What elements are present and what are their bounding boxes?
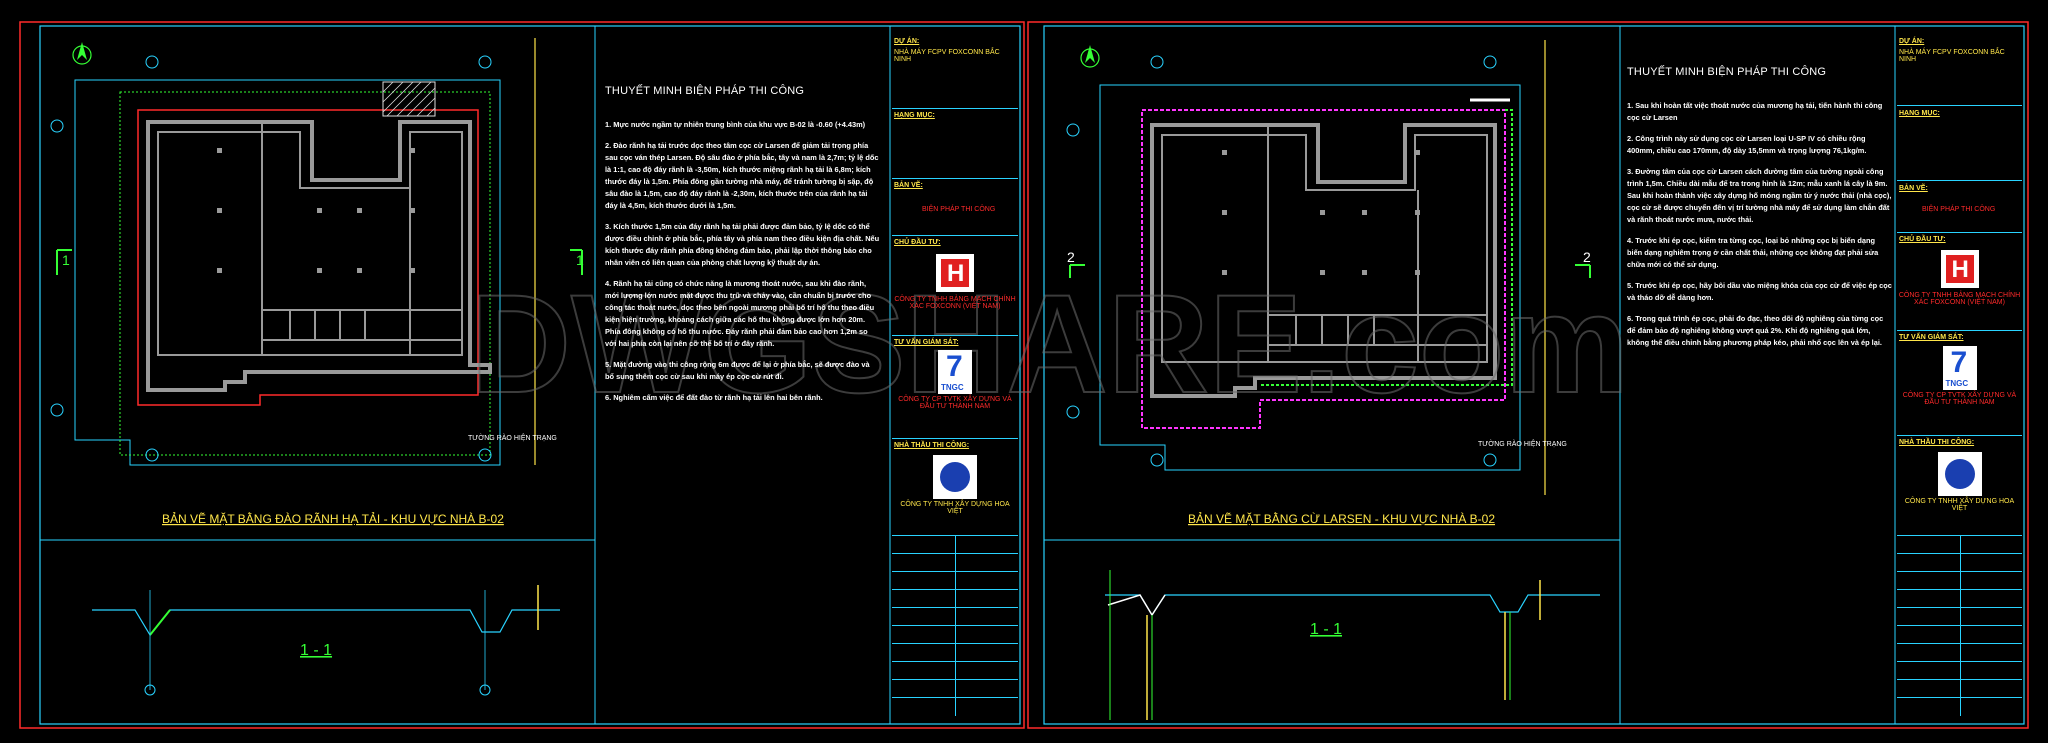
section-profile [92,585,560,696]
sheet-1: 1 1 TƯỜNG RÀO HIỆN TRẠNG BẢN VẼ MẶT BẰNG… [19,21,1025,729]
building-walls [1150,123,1497,398]
tb-drawing: BIỆN PHÁP THI CÔNG [1922,206,1996,213]
notes-title: THUYẾT MINH BIỆN PHÁP THI CÔNG [605,85,805,97]
tb-consult: CÔNG TY CP TVTK XÂY DỰNG VÀ ĐẦU TƯ THÀNH… [1902,392,2017,406]
section-profile [1105,570,1600,720]
fence-label: TƯỜNG RÀO HIỆN TRẠNG [468,433,557,442]
north-arrow-icon [1080,45,1100,68]
title-block-2: DỰ ÁN: NHÀ MÁY FCPV FOXCONN BẮC NINH HẠN… [1897,30,2022,722]
sheet-1-frame [19,21,1025,729]
section-marker-left: 1 [62,252,70,268]
note-item: 5. Mặt đường vào thi công rộng 6m được đ… [605,360,870,381]
note-item: 1. Sau khi hoàn tất việc thoát nước của … [1627,101,1883,122]
grid-bubbles [1066,55,1497,467]
trench-line [137,109,479,406]
section-label: 1 - 1 [1310,621,1342,638]
note-item: 6. Nghiêm cấm việc để đất đào từ rãnh hạ… [605,393,823,402]
sheet-2: 2 2 TƯỜNG RÀO HIỆN TRẠNG BẢN VẼ MẶT BẰNG… [1027,21,2029,729]
tb-project: NHÀ MÁY FCPV FOXCONN BẮC NINH [894,49,1000,63]
sheet-1-border [39,25,1021,725]
section-label: 1 - 1 [300,642,332,659]
note-item: 3. Kích thước 1,5m của đáy rãnh hạ tải p… [605,222,880,267]
sheet-2-frame [1027,21,2029,729]
note-item: 3. Đường tâm của cọc cừ Larsen cách đườn… [1627,167,1892,224]
tb-contractor-label: NHÀ THẦU THI CÔNG: [1899,439,1975,446]
column-grid-dots [1222,150,1420,275]
section-marker-right: 2 [1583,249,1591,265]
tb-consult: CÔNG TY CP TVTK XÂY DỰNG VÀ ĐẦU TƯ THÀNH… [898,396,1012,410]
site-boundary [1099,84,1521,471]
tb-project-label: DỰ ÁN: [1899,38,1925,45]
tb-consult-label: TƯ VẤN GIÁM SÁT: [1899,334,1964,341]
note-item: 1. Mực nước ngầm tự nhiên trung bình của… [605,120,866,129]
tb-drawing-label: BẢN VẼ: [894,182,923,189]
foxconn-logo-icon [936,254,974,292]
column-grid-dots [217,148,415,273]
tb-owner: CÔNG TY TNHH BẢNG MẠCH CHÍNH XÁC FOXCONN… [1898,292,2021,306]
tb-project-label: DỰ ÁN: [894,38,920,45]
tb-item-label: HẠNG MỤC: [1899,110,1940,117]
hatched-zone [382,81,436,117]
larsen-pile-line-green [1260,109,1513,386]
tb-owner-label: CHỦ ĐẦU TƯ: [1899,236,1946,243]
tb-project: NHÀ MÁY FCPV FOXCONN BẮC NINH [1899,49,2005,63]
note-item: 2. Đào rãnh hạ tải trước dọc theo tâm cọ… [605,141,879,210]
tb-item-label: HẠNG MỤC: [894,112,935,119]
note-item: 2. Công trình này sử dụng cọc cừ Larsen … [1627,134,1867,155]
notes-title: THUYẾT MINH BIỆN PHÁP THI CÔNG [1627,66,1827,78]
note-item: 6. Trong quá trình ép cọc, phải đo đạc, … [1627,314,1884,347]
tb-drawing-label: BẢN VẼ: [1899,185,1928,192]
grid-bubbles [50,55,492,462]
notes-panel-2: THUYẾT MINH BIỆN PHÁP THI CÔNG 1. Sau kh… [1627,66,1892,358]
fence-label: TƯỜNG RÀO HIỆN TRẠNG [1478,439,1567,448]
tb-contractor: CÔNG TY TNHH XÂY DỰNG HOA VIỆT [1904,498,2015,512]
notes-panel-1: THUYẾT MINH BIỆN PHÁP THI CÔNG 1. Mực nư… [605,85,880,413]
hoaviet-logo-icon [1937,452,1982,496]
section-marker-right: 1 [576,252,584,268]
building-walls [146,120,492,392]
plan-title: BẢN VẼ MẶT BẰNG ĐÀO RÃNH HẠ TẢI - KHU VỰ… [162,511,504,526]
tb-contractor: CÔNG TY TNHH XÂY DỰNG HOA VIỆT [900,501,1010,515]
site-boundary [74,79,501,466]
sheet-2-border [1043,25,2025,725]
north-arrow-icon [72,42,92,65]
tb-contractor-label: NHÀ THẦU THI CÔNG: [894,442,970,449]
note-item: 4. Rãnh hạ tải cũng có chức năng là mươn… [605,279,875,348]
title-block-1: DỰ ÁN: NHÀ MÁY FCPV FOXCONN BẮC NINH HẠN… [892,30,1018,722]
note-item: 5. Trước khi ép cọc, hãy bôi dầu vào miệ… [1627,281,1892,302]
tb-owner: CÔNG TY TNHH BẢNG MẠCH CHÍNH XÁC FOXCONN… [894,296,1016,310]
tb-owner-label: CHỦ ĐẦU TƯ: [894,239,941,246]
tb-drawing: BIỆN PHÁP THI CÔNG [922,206,996,213]
foxconn-logo-icon [1940,250,1979,288]
plan-title: BẢN VẼ MẶT BẰNG CỪ LARSEN - KHU VỰC NHÀ … [1188,511,1495,526]
note-item: 4. Trước khi ép cọc, kiểm tra từng cọc, … [1627,236,1879,269]
watermark: DWGSHARE.com [470,265,1629,422]
section-marker-left: 2 [1067,249,1075,265]
tb-consult-label: TƯ VẤN GIÁM SÁT: [894,339,959,346]
hoaviet-logo-icon [933,455,977,499]
